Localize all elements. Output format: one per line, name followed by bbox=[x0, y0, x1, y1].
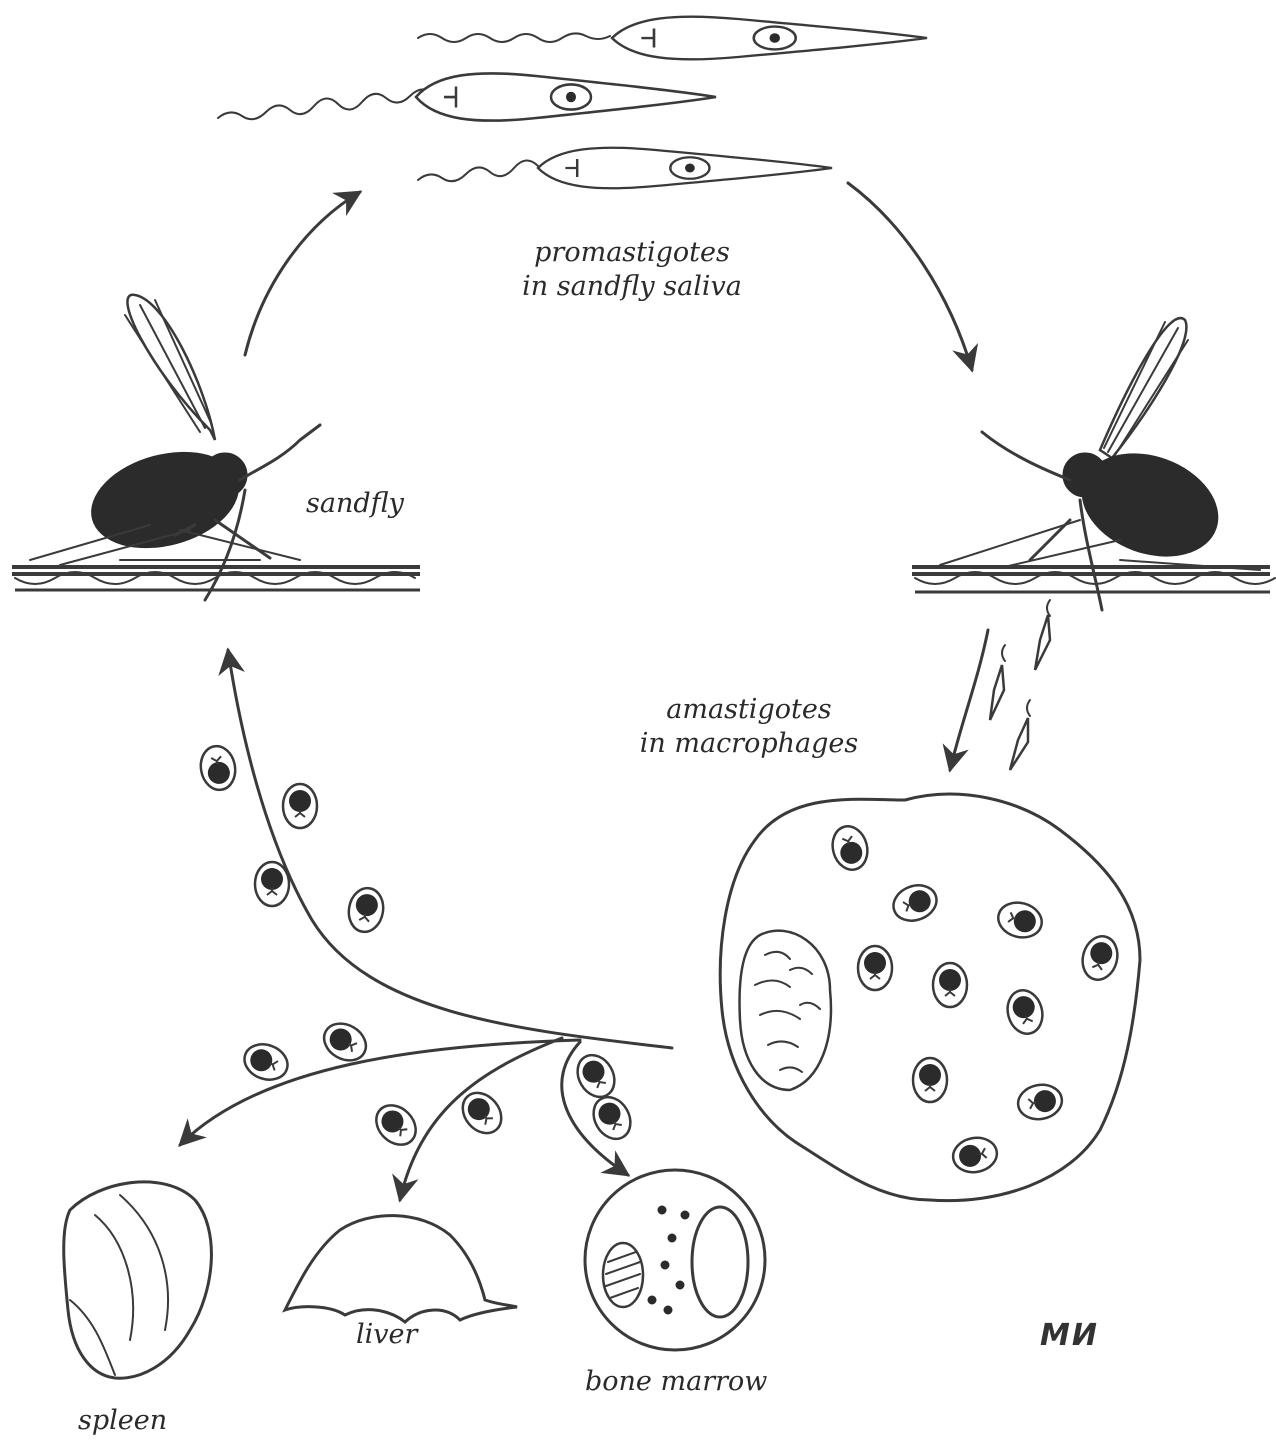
liver-label: liver bbox=[356, 1318, 417, 1352]
liver-drawing bbox=[285, 1216, 517, 1322]
promastigote-3 bbox=[418, 148, 832, 189]
sandfly-right bbox=[912, 318, 1275, 610]
amastigotes-label: amastigotes in macrophages bbox=[640, 693, 858, 761]
macrophage bbox=[720, 794, 1140, 1201]
amastigote bbox=[913, 1058, 947, 1102]
injected-promastigotes bbox=[950, 600, 1050, 770]
amastigote bbox=[240, 1039, 293, 1086]
sandfly-label: sandfly bbox=[306, 487, 404, 521]
arrow-promastigotes-to-fly bbox=[848, 183, 972, 370]
amastigote bbox=[570, 1048, 621, 1103]
sandfly-left bbox=[12, 295, 420, 600]
arrow-to-sandfly bbox=[228, 650, 672, 1048]
bone-marrow-label: bone marrow bbox=[585, 1365, 767, 1399]
amastigote bbox=[933, 963, 967, 1007]
amastigote bbox=[858, 946, 892, 990]
spleen-drawing bbox=[64, 1182, 212, 1378]
bone-marrow-cell bbox=[585, 1170, 765, 1350]
amastigote bbox=[283, 784, 317, 828]
signature: МИ bbox=[1040, 1318, 1099, 1353]
amastigote bbox=[586, 1090, 637, 1145]
promastigotes-label: promastigotes in sandfly saliva bbox=[522, 236, 742, 304]
amastigote bbox=[197, 743, 238, 792]
amastigote bbox=[255, 862, 289, 906]
promastigote-2 bbox=[218, 73, 716, 120]
macrophage-nucleus bbox=[740, 931, 831, 1090]
promastigote-1 bbox=[418, 17, 927, 60]
amastigote bbox=[345, 885, 386, 934]
spleen-label: spleen bbox=[78, 1404, 167, 1438]
amastigote bbox=[368, 1097, 423, 1152]
arrow-fly-to-promastigotes bbox=[245, 192, 360, 355]
